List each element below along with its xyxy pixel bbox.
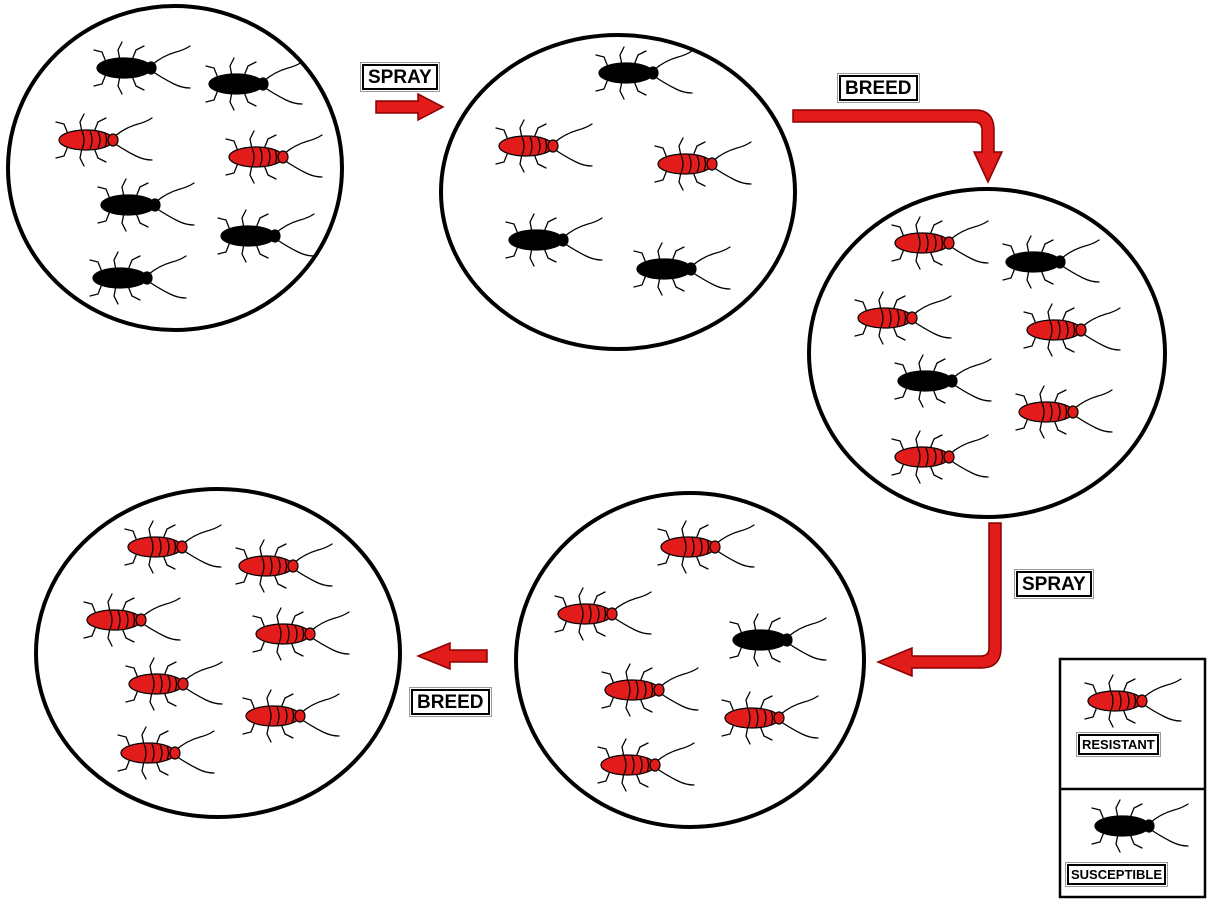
- breed-arrow-2: [416, 641, 488, 671]
- legend: [1058, 657, 1207, 899]
- spray-label-2: SPRAY: [1014, 569, 1094, 599]
- legend-resistant-label: RESISTANT: [1076, 732, 1161, 757]
- legend-susceptible-label: SUSCEPTIBLE: [1064, 862, 1169, 887]
- spray-label-1: SPRAY: [360, 62, 440, 92]
- population-circle-1: [6, 4, 344, 332]
- spray-arrow-2: [876, 522, 1002, 678]
- population-circle-5: [34, 487, 402, 819]
- breed-arrow-1: [792, 109, 1004, 184]
- population-circle-2: [439, 33, 797, 351]
- population-circle-4: [514, 491, 866, 829]
- breed-label-1: BREED: [837, 73, 920, 103]
- population-circle-3: [807, 187, 1167, 519]
- spray-arrow-1: [375, 92, 445, 122]
- breed-label-2: BREED: [409, 687, 492, 717]
